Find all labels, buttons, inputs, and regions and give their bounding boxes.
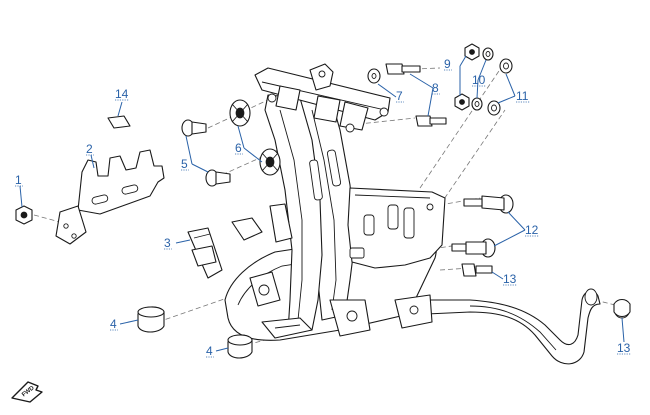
callout-3: 3 <box>164 236 171 250</box>
part-9-nuts <box>454 43 480 111</box>
callout-4-lower: 4 <box>206 344 213 358</box>
part-13-end-cap <box>613 298 631 319</box>
callout-14: 14 <box>115 87 129 101</box>
callout-1: 1 <box>15 173 22 187</box>
callout-13-bolt: 13 <box>503 272 517 286</box>
callout-8: 8 <box>432 81 439 95</box>
part-11-flat-washers <box>487 58 513 116</box>
part-14-pad <box>107 115 131 129</box>
part-2-bracket <box>55 149 165 245</box>
fwd-arrow-icon: FWD <box>11 381 43 403</box>
callout-leaders <box>19 55 625 352</box>
callout-9: 9 <box>444 57 451 71</box>
callout-5: 5 <box>181 157 188 171</box>
part-8-bolts <box>385 63 447 127</box>
part-13-bolt <box>461 263 493 277</box>
part-6-bushings <box>229 99 281 176</box>
part-7-washer <box>367 68 381 84</box>
frame-pedal-plate <box>231 63 446 339</box>
callout-7: 7 <box>396 89 403 103</box>
callout-12: 12 <box>525 223 539 237</box>
callout-2: 2 <box>86 142 93 156</box>
part-3-hinge-bracket <box>187 227 223 279</box>
part-1-nut <box>15 205 33 225</box>
part-4-grommets <box>137 306 253 359</box>
callout-13-cap: 13 <box>617 341 631 355</box>
callout-6: 6 <box>235 141 242 155</box>
callout-labels: 1 2 3 4 4 5 6 7 8 9 10 11 12 13 13 14 <box>15 57 631 358</box>
part-10-lock-washers <box>471 47 494 111</box>
callout-10: 10 <box>472 73 486 87</box>
callout-4-upper: 4 <box>110 317 117 331</box>
part-12-flange-bolts <box>451 194 514 258</box>
part-5-bolts <box>181 119 231 187</box>
callout-11: 11 <box>516 89 529 103</box>
